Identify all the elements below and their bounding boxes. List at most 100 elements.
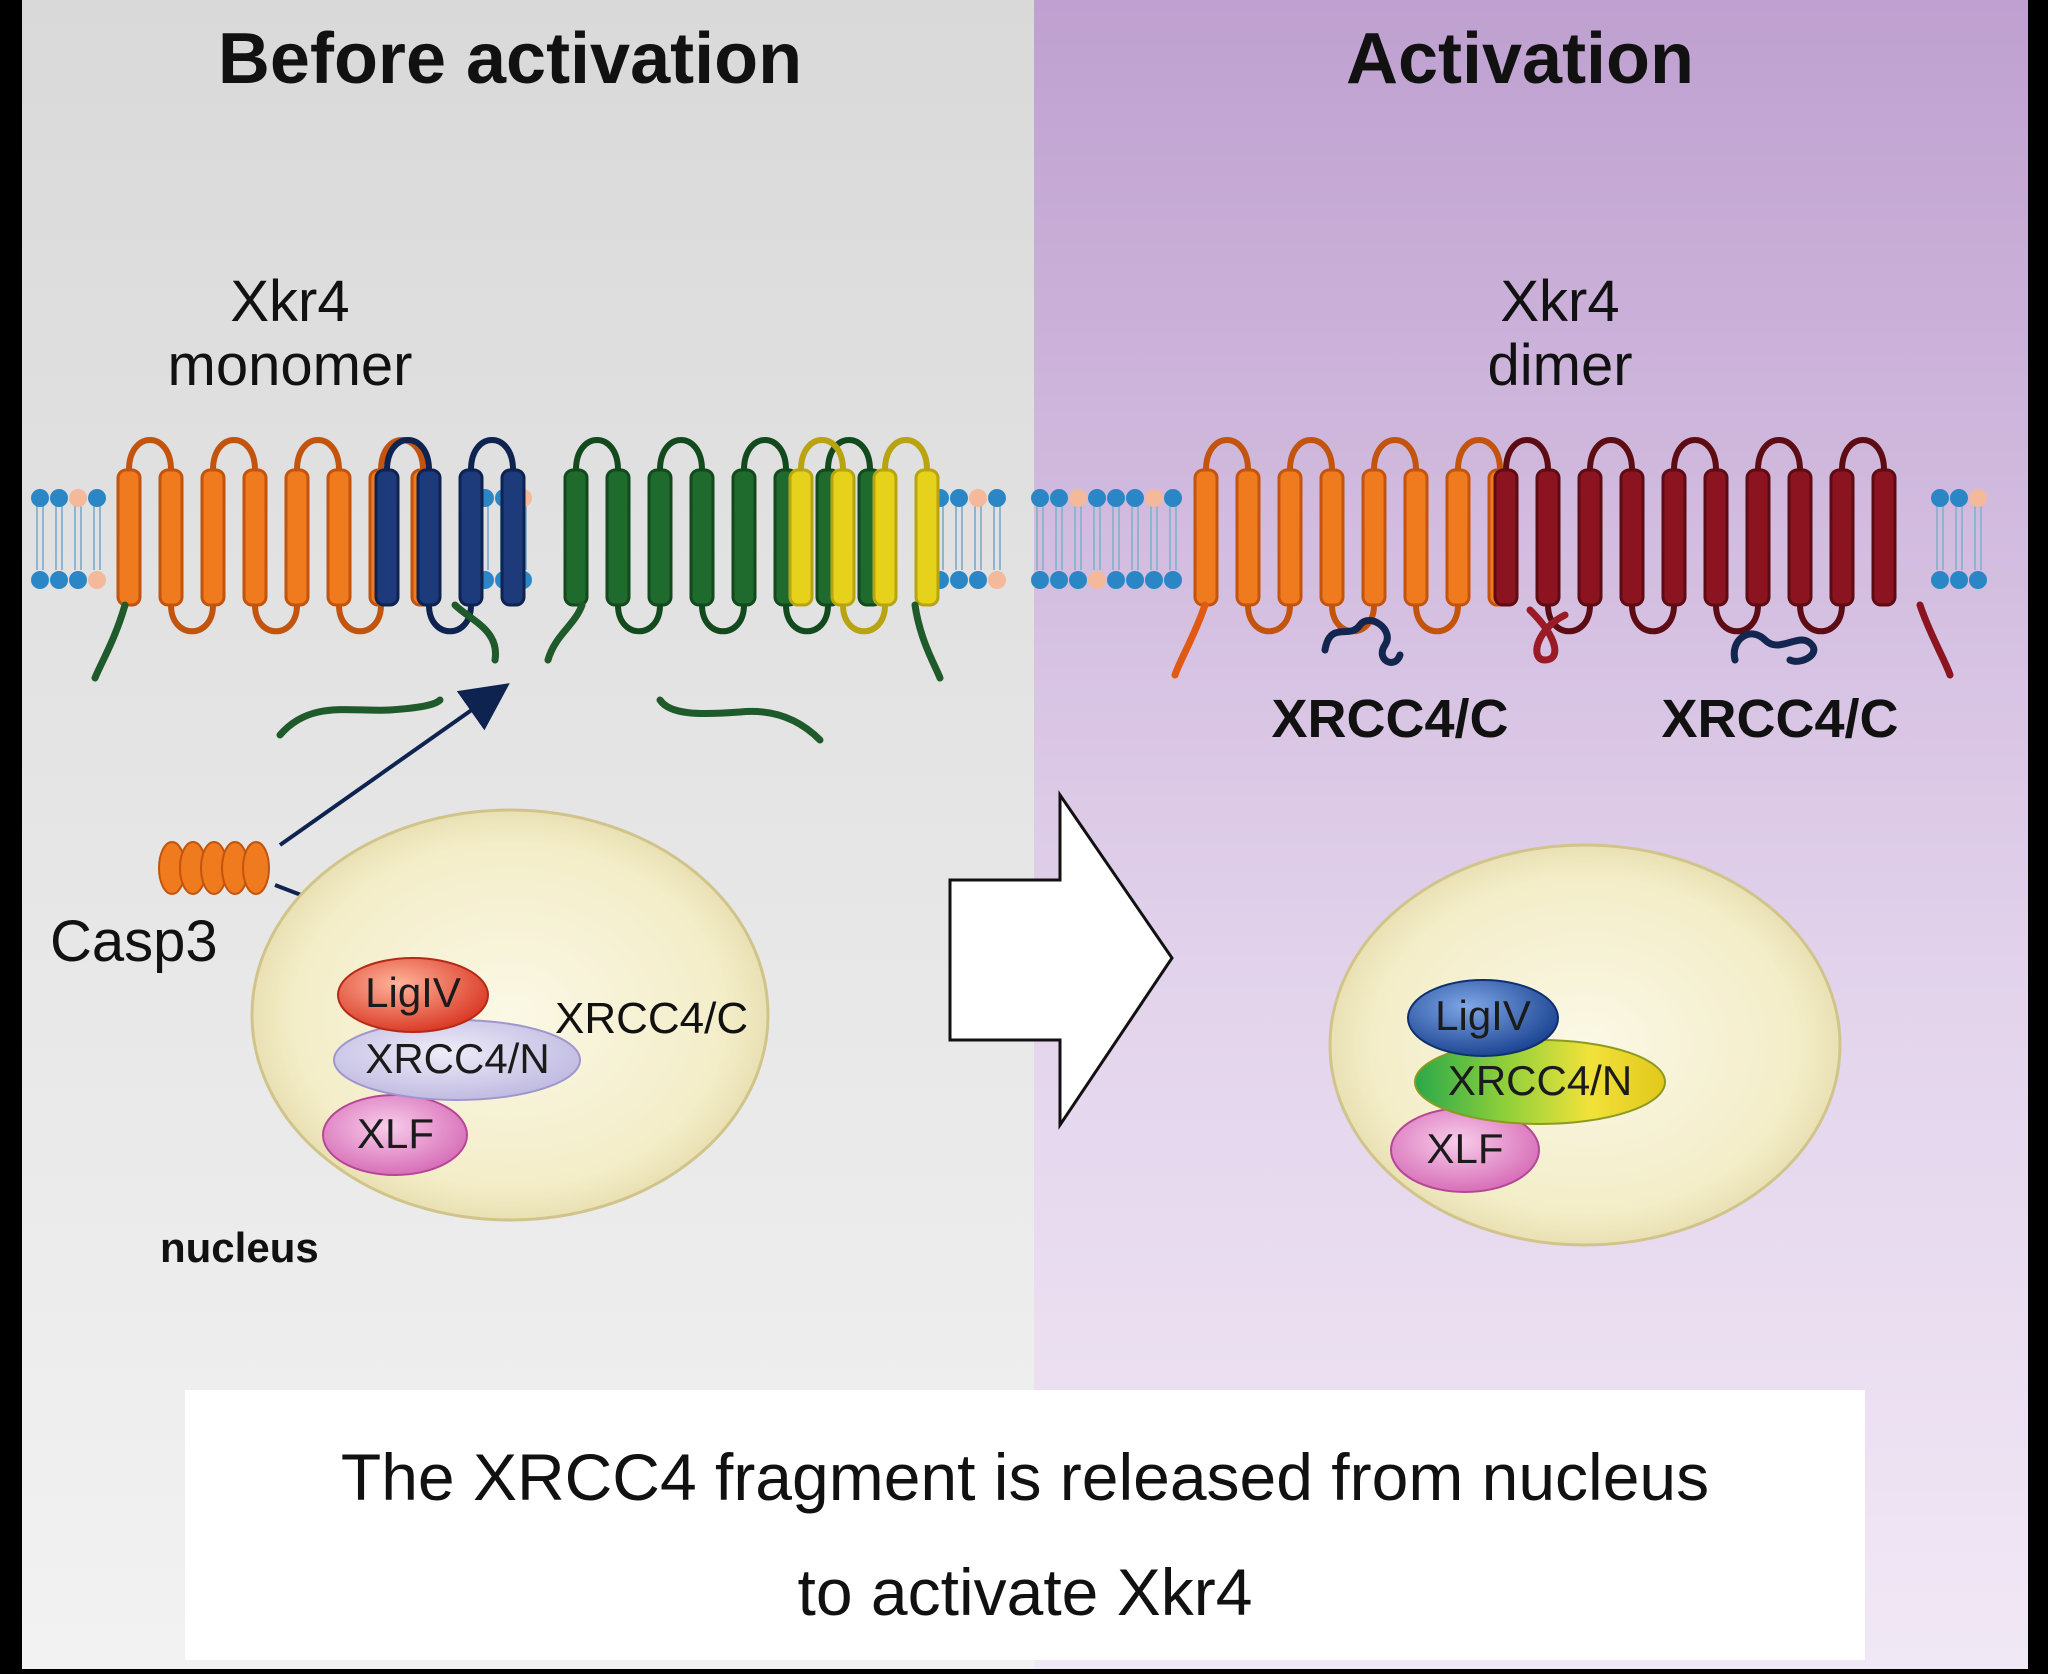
monomer-label-line1: Xkr4	[230, 269, 350, 334]
green-helix	[731, 468, 757, 607]
dimer-tails	[1171, 601, 1954, 679]
yellow-loop	[798, 437, 846, 471]
lipid-head	[1088, 489, 1106, 507]
squiggle-right	[1730, 630, 1818, 665]
dimer-red-loop	[1545, 604, 1593, 635]
orange-loop	[336, 604, 384, 635]
dimer-orange-helix	[1235, 468, 1261, 607]
navy-helix	[458, 468, 484, 607]
lipid-head	[1164, 571, 1182, 589]
ligiv-blob-before	[337, 957, 489, 1033]
dimer-orange-loop	[1245, 604, 1293, 635]
nucleus-label: nucleus	[160, 1224, 319, 1271]
green-loop	[573, 437, 621, 471]
navy-helix	[416, 468, 442, 607]
dimer-red-loop	[1671, 437, 1719, 471]
navy-loop	[384, 437, 432, 471]
dimer-red-loop	[1755, 437, 1803, 471]
dimer-red-helix	[1661, 468, 1687, 607]
ligiv-after-label: LigIV	[1435, 992, 1531, 1039]
lipid-head	[1126, 571, 1144, 589]
monomer-label-line2: monomer	[167, 332, 413, 398]
dimer-orange-helix	[1277, 468, 1303, 607]
green-helix	[689, 468, 715, 607]
green-helix	[647, 468, 673, 607]
membrane-proteins	[116, 437, 1897, 635]
orange-loop	[126, 437, 174, 471]
dimer-label-line2: dimer	[1487, 332, 1633, 398]
right-border	[2028, 0, 2048, 1669]
dimer-orange-loop	[1287, 437, 1335, 471]
green-helix	[605, 468, 631, 607]
dimer-red-loop	[1797, 604, 1845, 635]
green-loop	[783, 604, 831, 635]
left-c-tail	[91, 601, 129, 682]
dimer-label-line1: Xkr4	[1500, 269, 1620, 334]
lipid-head	[1107, 571, 1125, 589]
navy-helix	[374, 468, 400, 607]
green-n-tail	[544, 601, 586, 664]
lipid-head	[1126, 489, 1144, 507]
lipid-head	[969, 571, 987, 589]
yellow-helix	[872, 468, 898, 607]
squiggle-left	[1321, 617, 1404, 666]
lipid-head	[88, 571, 106, 589]
xrcc4c-label-left: XRCC4/C	[1271, 689, 1509, 749]
xrcc4c-nucleus-label: XRCC4/C	[555, 994, 749, 1043]
dimer-red-helix	[1619, 468, 1645, 607]
transition-arrow-icon	[948, 790, 1174, 1130]
dimer-orange-loop	[1371, 437, 1419, 471]
lipid-head	[1950, 571, 1968, 589]
dimer-linker	[1526, 606, 1569, 664]
dimer-orange-helix	[1193, 468, 1219, 607]
dimer-c-tail	[1916, 601, 1954, 679]
cleaved-fragments	[91, 601, 944, 744]
lipid-head	[31, 489, 49, 507]
dimer-orange-helix	[1403, 468, 1429, 607]
dimer-orange-helix	[1445, 468, 1471, 607]
lipid-head	[69, 571, 87, 589]
navy-c-tail	[451, 601, 499, 664]
lipid-head	[1031, 489, 1049, 507]
lipid-head	[950, 489, 968, 507]
lipid-head	[1145, 571, 1163, 589]
lipid-head	[1069, 489, 1087, 507]
dimer-red-loop	[1587, 437, 1635, 471]
left-border	[0, 0, 22, 1669]
lipid-head	[1145, 489, 1163, 507]
dimer-red-helix	[1745, 468, 1771, 607]
lipid-head	[1107, 489, 1125, 507]
dimer-red-helix	[1787, 468, 1813, 607]
yellow-loop	[840, 604, 888, 635]
dimer-orange-loop	[1455, 437, 1503, 471]
dimer-label: Xkr4 dimer	[1390, 270, 1730, 398]
dimer-red-helix	[1493, 468, 1519, 607]
green-helix	[563, 468, 589, 607]
lipid-head	[69, 489, 87, 507]
orange-helix	[200, 468, 226, 607]
dimer-red-helix	[1703, 468, 1729, 607]
xrcc4n-before-label: XRCC4/N	[365, 1035, 550, 1082]
activation-title: Activation	[1345, 19, 1695, 99]
lipid-head	[50, 489, 68, 507]
orange-loop	[210, 437, 258, 471]
lipid-head	[1931, 571, 1949, 589]
orange-loop	[252, 604, 300, 635]
yellow-loop	[882, 437, 930, 471]
dimer-red-loop	[1839, 437, 1887, 471]
green-loop	[657, 437, 705, 471]
orange-helix	[242, 468, 268, 607]
lipid-head	[988, 571, 1006, 589]
fragment-right	[656, 696, 824, 744]
lipid-head	[1050, 571, 1068, 589]
before-activation-title: Before activation	[217, 19, 803, 99]
monomer-label: Xkr4 monomer	[110, 270, 470, 398]
lipid-head	[1088, 571, 1106, 589]
dimer-orange-helix	[1361, 468, 1387, 607]
lipid-head	[1950, 489, 1968, 507]
lipid-head	[1031, 571, 1049, 589]
casp3-icon	[158, 841, 270, 895]
orange-loop	[294, 437, 342, 471]
lipid-head	[50, 571, 68, 589]
